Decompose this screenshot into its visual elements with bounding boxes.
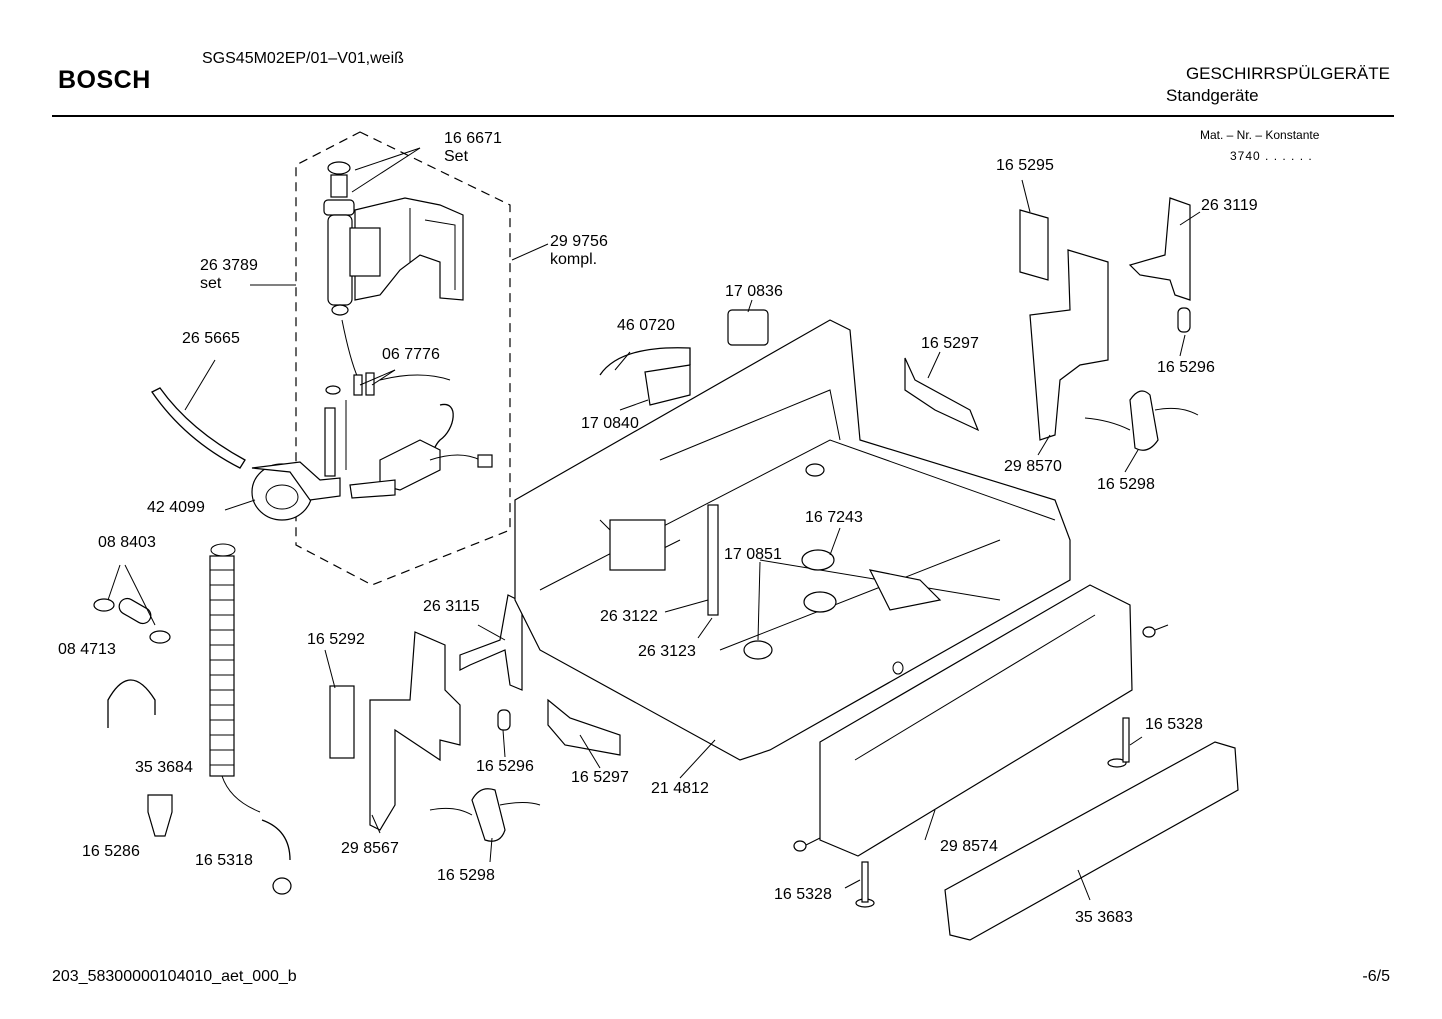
part-label-42-4099: 42 4099 bbox=[147, 499, 205, 516]
leader-lines bbox=[107, 147, 1201, 901]
part-label-16-5297-left: 16 5297 bbox=[571, 769, 629, 786]
clip-16-5286 bbox=[147, 794, 173, 837]
subcategory-title: Standgeräte bbox=[1166, 86, 1259, 105]
water-valve-assembly bbox=[323, 161, 464, 316]
document-id: 203_58300000104010_aet_000_b bbox=[52, 968, 297, 985]
cable-46-0720 bbox=[599, 347, 691, 376]
part-label-16-7243: 16 7243 bbox=[805, 509, 863, 526]
part-label-08-8403: 08 8403 bbox=[98, 534, 156, 551]
screw-small-right bbox=[1142, 624, 1169, 638]
part-label-17-0851: 17 0851 bbox=[724, 546, 782, 563]
sensor-16-5298-right bbox=[1129, 390, 1159, 451]
part-label-16-5292: 16 5292 bbox=[307, 631, 365, 648]
part-label-26-3115: 26 3115 bbox=[423, 598, 480, 615]
kick-plate bbox=[944, 741, 1239, 941]
mounting-plate-left bbox=[369, 631, 461, 831]
module-17-0836 bbox=[727, 309, 769, 346]
mounting-plate-right bbox=[1029, 249, 1109, 441]
material-number-label: Mat. – Nr. – Konstante bbox=[1200, 128, 1320, 142]
part-label-16-5328-right: 16 5328 bbox=[1145, 716, 1203, 733]
model-number: SGS45M02EP/01–V01,weiß bbox=[202, 50, 404, 67]
part-label-16-5318: 16 5318 bbox=[195, 852, 253, 869]
part-label-16-5297-right: 16 5297 bbox=[921, 335, 979, 352]
part-label-29-8574: 29 8574 bbox=[940, 838, 998, 855]
material-number-code: 3740 . . . . . . bbox=[1230, 149, 1313, 163]
sensor-16-5298-left bbox=[471, 788, 506, 842]
part-label-16-5295: 16 5295 bbox=[996, 157, 1054, 174]
switch-16-5296-right bbox=[1177, 307, 1191, 333]
part-label-16-5298-left: 16 5298 bbox=[437, 867, 495, 884]
part-label-35-3684: 35 3684 bbox=[135, 759, 193, 776]
header-rule bbox=[52, 115, 1394, 117]
part-label-21-4812: 21 4812 bbox=[651, 780, 709, 797]
bracket-26-3115 bbox=[459, 594, 523, 691]
part-label-29-8570: 29 8570 bbox=[1004, 458, 1062, 475]
part-label-26-3119: 26 3119 bbox=[1201, 197, 1258, 214]
base-tub bbox=[514, 319, 1071, 761]
part-label-29-8567: 29 8567 bbox=[341, 840, 399, 857]
part-label-26-5665: 26 5665 bbox=[182, 330, 240, 347]
part-label-46-0720: 46 0720 bbox=[617, 317, 675, 334]
drain-hose bbox=[209, 543, 292, 895]
hose-bracket bbox=[107, 679, 156, 728]
bracket-26-3119 bbox=[1128, 197, 1191, 301]
assembly-boundary bbox=[295, 131, 511, 586]
connector-17-0840 bbox=[644, 364, 691, 406]
part-label-16-5328-left: 16 5328 bbox=[774, 886, 832, 903]
spring-16-5297-right bbox=[904, 357, 980, 432]
hose-clamp bbox=[93, 598, 115, 612]
part-label-17-0840: 17 0840 bbox=[581, 415, 639, 432]
part-label-06-7776: 06 7776 bbox=[382, 346, 440, 363]
part-label-26-3122: 26 3122 bbox=[600, 608, 658, 625]
part-label-16-5298-right: 16 5298 bbox=[1097, 476, 1155, 493]
page-number: -6/5 bbox=[1362, 968, 1390, 985]
part-label-16-5296-left: 16 5296 bbox=[476, 758, 534, 775]
hose-connector bbox=[118, 597, 152, 625]
category-title: GESCHIRRSPÜLGERÄTE bbox=[1185, 64, 1390, 83]
cover-16-5295 bbox=[1019, 209, 1049, 281]
front-panel bbox=[819, 584, 1133, 857]
screw-16-5328-b bbox=[855, 861, 875, 908]
hose-26-5665 bbox=[151, 387, 246, 469]
cover-16-5292 bbox=[329, 685, 355, 759]
part-label-26-3123: 26 3123 bbox=[638, 643, 696, 660]
part-label-16-5296-right: 16 5296 bbox=[1157, 359, 1215, 376]
spring-16-5297-left bbox=[547, 698, 621, 756]
brand-logo: BOSCH bbox=[58, 66, 151, 94]
part-label-08-4713: 08 4713 bbox=[58, 641, 116, 658]
switch-16-5296-left bbox=[497, 709, 511, 731]
screw-16-5328-a bbox=[1107, 717, 1130, 768]
part-label-17-0836: 17 0836 bbox=[725, 283, 783, 300]
part-label-16-5286: 16 5286 bbox=[82, 843, 140, 860]
drain-pump bbox=[251, 461, 341, 521]
screw-small-left bbox=[793, 837, 821, 852]
part-label-35-3683: 35 3683 bbox=[1075, 909, 1133, 926]
